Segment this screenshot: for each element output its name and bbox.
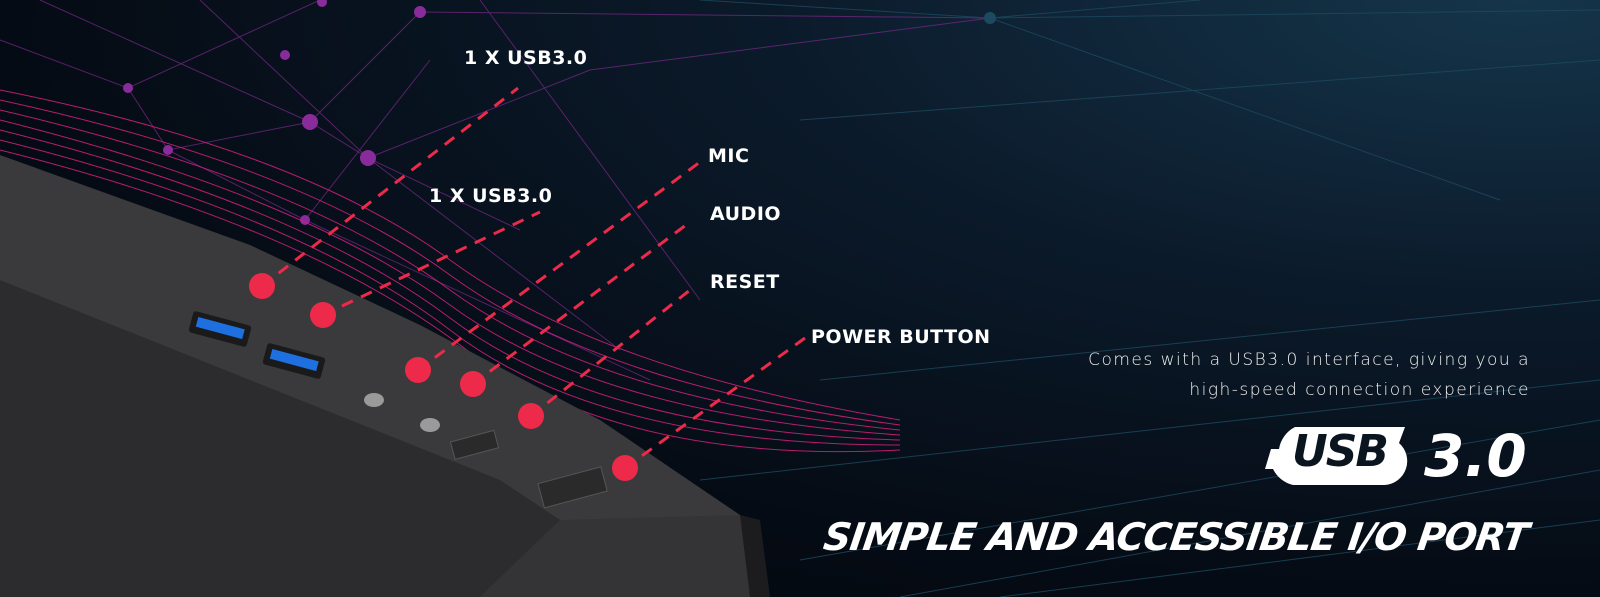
callout-power-button: POWER BUTTON xyxy=(811,326,991,348)
feature-description: Comes with a USB3.0 interface, giving yo… xyxy=(1088,345,1530,405)
usb-logo-text: USB xyxy=(1292,426,1389,477)
callout-usb-top: 1 X USB3.0 xyxy=(464,47,588,69)
usb-logo-icon xyxy=(1265,427,1408,485)
pink-mesh-band xyxy=(0,89,901,453)
callout-usb-second: 1 X USB3.0 xyxy=(429,185,553,207)
tagline: SIMPLE AND ACCESSIBLE I/O PORT xyxy=(821,515,1532,559)
callout-reset: RESET xyxy=(710,271,780,293)
callout-audio: AUDIO xyxy=(710,203,782,225)
network-lines-teal xyxy=(699,0,1600,597)
callout-lines xyxy=(261,86,806,470)
callout-dots xyxy=(249,273,638,481)
io-ports xyxy=(188,311,608,509)
network-nodes xyxy=(123,0,426,225)
description-line-2: high-speed connection experience xyxy=(1189,380,1530,400)
usb-version: 3.0 xyxy=(1424,422,1527,490)
description-line-1: Comes with a USB3.0 interface, giving yo… xyxy=(1088,350,1530,370)
pc-case xyxy=(0,155,770,597)
callout-mic: MIC xyxy=(708,145,750,167)
